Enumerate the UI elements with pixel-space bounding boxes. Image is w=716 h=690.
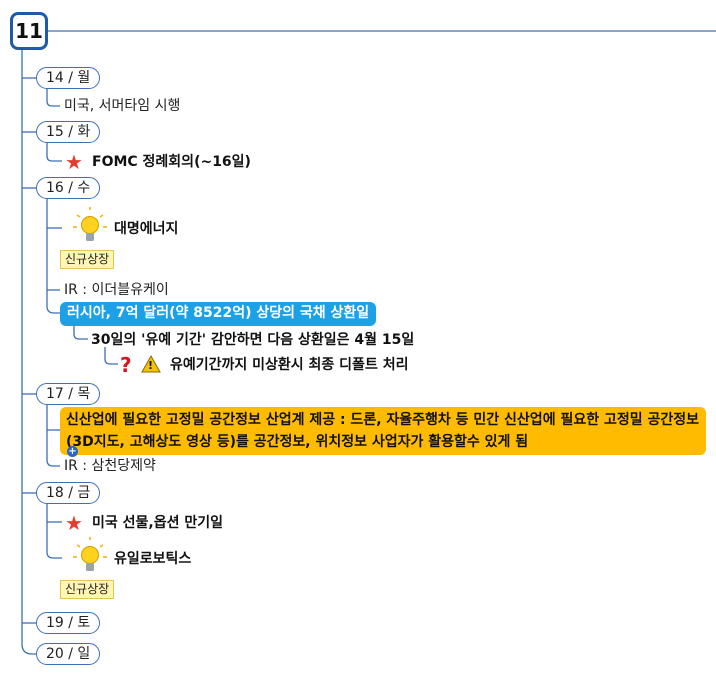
warning-mark: !: [148, 359, 154, 372]
item-summertime[interactable]: 미국, 서머타임 시행: [64, 98, 181, 114]
item-default[interactable]: 유예기간까지 미상환시 최종 디폴트 처리: [170, 357, 409, 373]
item-yuil-robotics[interactable]: 유일로보틱스: [114, 551, 192, 567]
item-daemyung-energy[interactable]: 대명에너지: [114, 221, 179, 237]
item-futures-expiry[interactable]: 미국 선물,옵션 만기일: [92, 515, 223, 531]
lightbulb-icon-1: [73, 207, 107, 241]
item-ir-samchundang[interactable]: IR : 삼천당제약: [64, 458, 156, 474]
item-fomc[interactable]: FOMC 정례회의(~16일): [92, 154, 251, 170]
star-icon: ★: [65, 150, 83, 174]
star-icon: ★: [65, 511, 83, 535]
day-node-20[interactable]: 20 / 일: [36, 643, 101, 665]
new-listing-tag: 신규상장: [60, 250, 115, 269]
day-node-16[interactable]: 16 / 수: [36, 177, 101, 199]
root-node[interactable]: 11: [10, 12, 48, 50]
new-listing-tag: 신규상장: [60, 580, 115, 599]
item-ir-ewk[interactable]: IR : 이더블유케이: [64, 282, 169, 298]
warning-icon: [141, 354, 161, 373]
item-russia-bond[interactable]: 러시아, 7억 달러(약 8522억) 상당의 국채 상환일: [60, 302, 377, 326]
item-grace-period[interactable]: 30일의 '유예 기간' 감안하면 다음 상환일은 4월 15일: [91, 332, 415, 348]
item-spatial-info[interactable]: 신산업에 필요한 고정밀 공간정보 산업계 제공 : 드론, 자율주행차 등 민…: [60, 407, 706, 455]
day-node-14[interactable]: 14 / 월: [36, 67, 101, 89]
day-node-19[interactable]: 19 / 토: [36, 612, 101, 634]
day-node-18[interactable]: 18 / 금: [36, 482, 101, 504]
lightbulb-icon-2: [73, 537, 107, 571]
expand-plus-icon[interactable]: +: [67, 446, 78, 457]
day-node-17[interactable]: 17 / 목: [36, 383, 101, 405]
question-icon: ?: [120, 353, 132, 377]
day-node-15[interactable]: 15 / 화: [36, 121, 101, 143]
